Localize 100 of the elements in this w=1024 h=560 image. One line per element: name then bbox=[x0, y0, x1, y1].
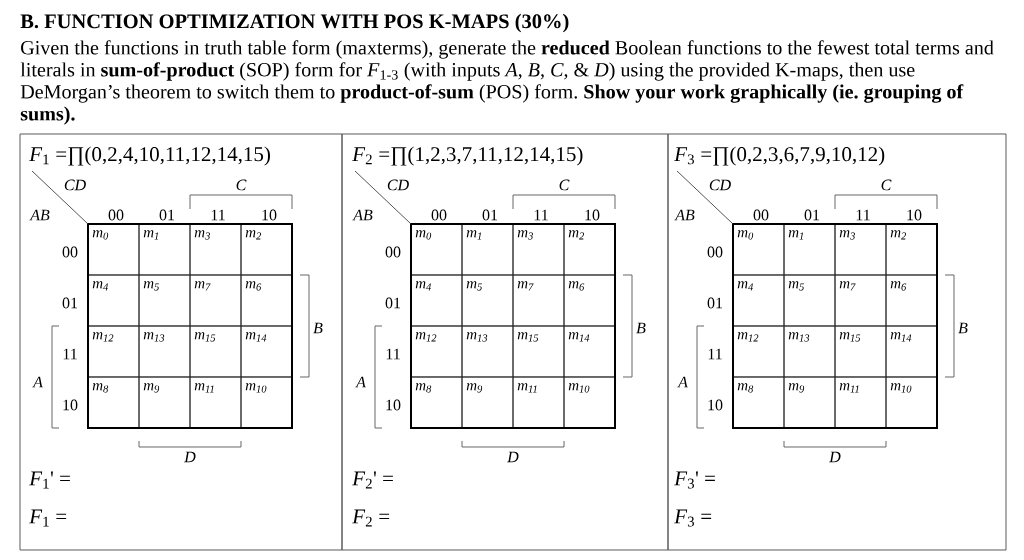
answer-prompt: F$_{3}$ = bbox=[674, 509, 712, 527]
kmap-cell: m$_{12}$ bbox=[87, 325, 140, 378]
answer-prompt: F$_{2}$' = bbox=[352, 471, 393, 489]
variable-label: AB bbox=[352, 209, 373, 221]
kmap-cell: m$_{8}$ bbox=[410, 376, 463, 429]
variable-label: D bbox=[184, 451, 196, 463]
kmap-cell: m$_{10}$ bbox=[563, 376, 616, 429]
variable-label: C bbox=[236, 179, 247, 191]
kmap-cell: m$_{8}$ bbox=[732, 376, 785, 429]
answer-prompt: F$_{3}$' = bbox=[674, 471, 715, 489]
variable-label: C bbox=[881, 179, 892, 191]
column-header: 01 bbox=[804, 209, 820, 221]
row-header: 01 bbox=[707, 297, 723, 309]
column-header: 01 bbox=[159, 209, 175, 221]
table-cell bbox=[667, 133, 1007, 551]
column-header: 01 bbox=[482, 209, 498, 221]
variable-label: B bbox=[958, 322, 968, 334]
variable-label: AB bbox=[29, 209, 50, 221]
kmap-cell: m$_{5}$ bbox=[783, 274, 836, 327]
variable-label: A bbox=[677, 376, 688, 388]
variable-label: B bbox=[313, 322, 323, 334]
kmap-cell: m$_{10}$ bbox=[885, 376, 938, 429]
answer-prompt: F$_{1}$' = bbox=[29, 471, 70, 489]
answer-prompt: F$_{2}$ = bbox=[352, 509, 390, 527]
variable-label: B bbox=[636, 322, 646, 334]
column-header: 00 bbox=[431, 209, 447, 221]
row-header: 01 bbox=[385, 297, 401, 309]
variable-label: D bbox=[829, 451, 841, 463]
kmap-cell: m$_{12}$ bbox=[732, 325, 785, 378]
row-header: 10 bbox=[63, 399, 78, 411]
row-header: 10 bbox=[708, 399, 723, 411]
kmap-cell: m$_{9}$ bbox=[783, 376, 836, 429]
function-heading: F$_{3}$ =∏(0,2,3,6,7,9,10,12) bbox=[674, 146, 885, 166]
column-header: 00 bbox=[753, 209, 769, 221]
column-header: 00 bbox=[108, 209, 124, 221]
instructions-text: Given the functions in truth table form (maxterms), generate the reduced Boolean functions to the fewest total terms and literals in sum-of-product (SOP) form for F$_{1-3}$ (with inputs A, B, C, & D) using the provided K-maps, then use DeMorgan’s theorem to switch them to product-of-sum (POS) form. Show your work graphically (ie. grouping of sums). bbox=[20, 40, 994, 125]
table-cell bbox=[19, 133, 343, 551]
kmap-cell: m$_{0}$ bbox=[410, 223, 463, 276]
kmap-cell: m$_{8}$ bbox=[87, 376, 140, 429]
answer-prompt: F$_{1}$ = bbox=[29, 509, 67, 527]
row-header: 00 bbox=[707, 246, 723, 258]
function-heading: F$_{1}$ =∏(0,2,4,10,11,12,14,15) bbox=[29, 146, 270, 166]
kmap-cell: m$_{6}$ bbox=[240, 274, 293, 327]
variable-label: CD bbox=[709, 179, 731, 191]
kmap-cell: m$_{4}$ bbox=[732, 274, 785, 327]
variable-label: AB bbox=[674, 209, 695, 221]
table-cell bbox=[341, 133, 669, 551]
row-header: 10 bbox=[386, 399, 401, 411]
kmap-cell: m$_{1}$ bbox=[783, 223, 836, 276]
row-header: 00 bbox=[62, 246, 78, 258]
kmap-cell: m$_{7}$ bbox=[512, 274, 565, 327]
variable-label: CD bbox=[64, 179, 86, 191]
row-header: 11 bbox=[386, 348, 400, 360]
row-header: 00 bbox=[385, 246, 401, 258]
kmap-cell: m$_{0}$ bbox=[732, 223, 785, 276]
kmap-cell: m$_{2}$ bbox=[240, 223, 293, 276]
row-header: 11 bbox=[63, 348, 77, 360]
variable-label: A bbox=[32, 376, 43, 388]
kmap-cell: m$_{14}$ bbox=[240, 325, 293, 378]
kmap-cell: m$_{15}$ bbox=[512, 325, 565, 378]
variable-label: D bbox=[507, 451, 519, 463]
kmap-cell: m$_{15}$ bbox=[189, 325, 242, 378]
kmap-cell: m$_{1}$ bbox=[138, 223, 191, 276]
row-header: 11 bbox=[708, 348, 722, 360]
kmap-cell: m$_{4}$ bbox=[410, 274, 463, 327]
kmap-cell: m$_{13}$ bbox=[461, 325, 514, 378]
kmap-cell: m$_{14}$ bbox=[885, 325, 938, 378]
column-header: 11 bbox=[534, 209, 548, 221]
row-header: 01 bbox=[62, 297, 78, 309]
heading: B. FUNCTION OPTIMIZATION WITH POS K-MAPS (30%) bbox=[20, 13, 569, 33]
kmap-cell: m$_{9}$ bbox=[461, 376, 514, 429]
kmap-cell: m$_{10}$ bbox=[240, 376, 293, 429]
kmap-cell: m$_{2}$ bbox=[885, 223, 938, 276]
variable-label: C bbox=[559, 179, 570, 191]
kmap-cell: m$_{15}$ bbox=[834, 325, 887, 378]
kmap-cell: m$_{2}$ bbox=[563, 223, 616, 276]
kmap-cell: m$_{3}$ bbox=[834, 223, 887, 276]
kmap-cell: m$_{9}$ bbox=[138, 376, 191, 429]
column-header: 10 bbox=[262, 209, 277, 221]
kmap-cell: m$_{6}$ bbox=[563, 274, 616, 327]
kmap-cell: m$_{7}$ bbox=[189, 274, 242, 327]
kmap-cell: m$_{0}$ bbox=[87, 223, 140, 276]
kmap-cell: m$_{11}$ bbox=[834, 376, 887, 429]
kmap-cell: m$_{4}$ bbox=[87, 274, 140, 327]
column-header: 11 bbox=[856, 209, 870, 221]
variable-label: A bbox=[355, 376, 366, 388]
variable-label: CD bbox=[387, 179, 409, 191]
kmap-cell: m$_{14}$ bbox=[563, 325, 616, 378]
column-header: 10 bbox=[585, 209, 600, 221]
kmap-cell: m$_{7}$ bbox=[834, 274, 887, 327]
kmap-cell: m$_{6}$ bbox=[885, 274, 938, 327]
column-header: 11 bbox=[211, 209, 225, 221]
kmap-cell: m$_{13}$ bbox=[138, 325, 191, 378]
kmap-cell: m$_{11}$ bbox=[189, 376, 242, 429]
kmap-cell: m$_{5}$ bbox=[138, 274, 191, 327]
column-header: 10 bbox=[907, 209, 922, 221]
function-heading: F$_{2}$ =∏(1,2,3,7,11,12,14,15) bbox=[352, 146, 583, 166]
kmap-cell: m$_{11}$ bbox=[512, 376, 565, 429]
kmap-cell: m$_{12}$ bbox=[410, 325, 463, 378]
kmap-cell: m$_{1}$ bbox=[461, 223, 514, 276]
